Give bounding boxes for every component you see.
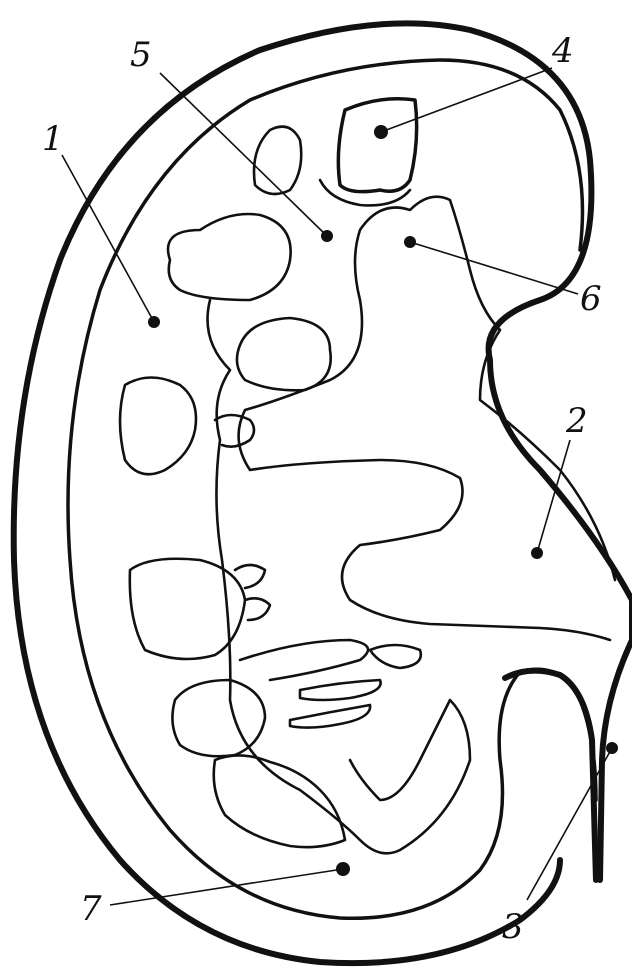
cortex-inner-boundary [68, 60, 596, 918]
papilla-finger [240, 640, 368, 680]
pyramid-shape [254, 127, 301, 194]
label-1: 1 [42, 119, 64, 159]
label-6: 6 [580, 279, 602, 319]
label-1-dot [148, 316, 160, 328]
label-4-dot [374, 125, 388, 139]
label-6-leader [410, 242, 578, 294]
medulla-region-outline [208, 300, 471, 853]
pyramid-shape [168, 214, 291, 300]
label-7: 7 [80, 889, 102, 929]
renal-pelvis-outline [239, 197, 615, 640]
label-1-leader [62, 155, 154, 322]
papilla-finger [245, 598, 270, 620]
kidney-capsule-outline [14, 23, 632, 963]
pyramid-shape [172, 680, 265, 756]
label-7-dot [336, 862, 350, 876]
papilla-finger [370, 645, 421, 668]
papilla-finger [300, 680, 381, 700]
ureter-wall [505, 671, 596, 880]
pyramid-shape [214, 755, 345, 847]
label-2: 2 [565, 401, 588, 441]
label-5-dot [321, 230, 333, 242]
papilla-finger [290, 705, 370, 728]
label-3: 3 [502, 907, 524, 947]
pyramid-shape [120, 378, 196, 475]
label-6-dot [404, 236, 416, 248]
label-4: 4 [551, 31, 574, 71]
label-3-dot [606, 742, 618, 754]
minor-calyx [338, 99, 416, 192]
label-5: 5 [130, 35, 152, 75]
label-2-dot [531, 547, 543, 559]
pyramid-shape [237, 318, 331, 390]
